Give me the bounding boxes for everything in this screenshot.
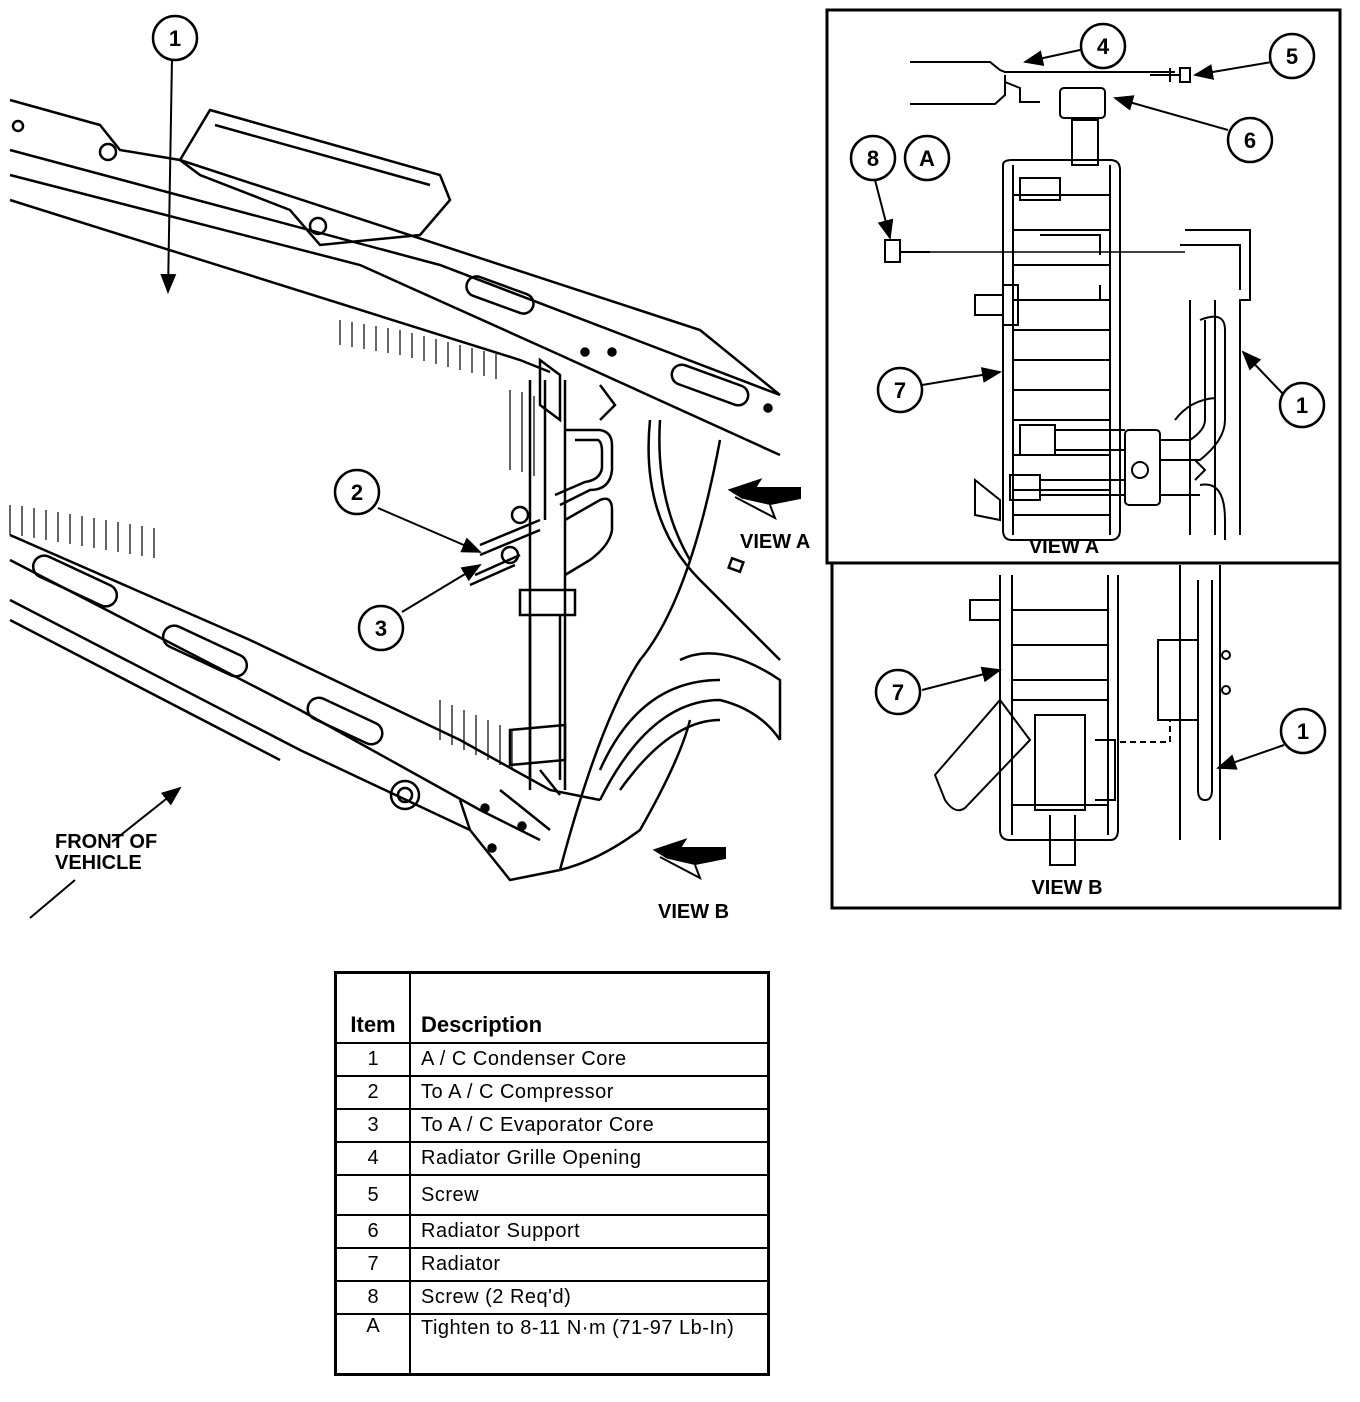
callout-1-main: 1	[151, 14, 199, 62]
callout-6: 6	[1226, 116, 1274, 164]
condenser-tank-and-lines	[469, 380, 614, 796]
legend-description: To A / C Compressor	[409, 1075, 770, 1110]
svg-text:A: A	[919, 146, 935, 171]
svg-text:3: 3	[375, 616, 387, 641]
legend-header-row: Item Description	[334, 971, 770, 1044]
legend-row: 5 Screw	[334, 1174, 770, 1216]
legend-description: A / C Condenser Core	[409, 1042, 770, 1077]
legend-row: 2 To A / C Compressor	[334, 1075, 770, 1110]
callout-4: 4	[1079, 22, 1127, 70]
callout-8: 8	[849, 134, 897, 182]
callout-3: 3	[357, 604, 405, 652]
legend-row: A Tighten to 8-11 N·m (71-97 Lb-In)	[334, 1313, 770, 1376]
svg-text:8: 8	[867, 146, 879, 171]
svg-text:1: 1	[1296, 393, 1308, 418]
callout-7-view-b: 7	[874, 668, 922, 716]
legend-item: 4	[334, 1141, 411, 1176]
legend-row: 6 Radiator Support	[334, 1214, 770, 1249]
legend-item: 3	[334, 1108, 411, 1143]
condenser-fin-hatching	[9, 320, 535, 770]
legend-description: Radiator Support	[409, 1214, 770, 1249]
legend-description: Radiator	[409, 1247, 770, 1282]
legend-item: 8	[334, 1280, 411, 1315]
svg-text:4: 4	[1097, 34, 1110, 59]
svg-text:1: 1	[169, 26, 181, 51]
legend-row: 3 To A / C Evaporator Core	[334, 1108, 770, 1143]
leader-2	[377, 507, 482, 553]
condenser-installation-drawing: 1 2 3 VIEW A VIEW B FRONT OF VEHICLE	[9, 8, 1342, 923]
view-b-drawing	[921, 565, 1285, 866]
view-b-panel-frame	[830, 561, 1342, 910]
view-a-arrow-label: VIEW A	[740, 531, 810, 553]
svg-text:6: 6	[1244, 128, 1256, 153]
svg-text:7: 7	[894, 378, 906, 403]
legend-description: Screw (2 Req'd)	[409, 1280, 770, 1315]
front-direction-line	[29, 879, 76, 919]
legend-item: 7	[334, 1247, 411, 1282]
main-view	[9, 57, 801, 919]
callout-5: 5	[1268, 32, 1316, 80]
front-of-vehicle-line2: VEHICLE	[55, 852, 142, 874]
legend-row: 7 Radiator	[334, 1247, 770, 1282]
view-b-title: VIEW B	[1031, 877, 1102, 899]
legend-item: 6	[334, 1214, 411, 1249]
svg-text:1: 1	[1297, 719, 1309, 744]
legend-header-item: Item	[334, 971, 411, 1044]
legend-row: 8 Screw (2 Req'd)	[334, 1280, 770, 1315]
leader-3	[401, 563, 482, 613]
lower-radiator-support	[9, 533, 601, 882]
view-a-arrow-shape	[727, 478, 801, 521]
svg-text:2: 2	[351, 480, 363, 505]
legend-description: Tighten to 8-11 N·m (71-97 Lb-In)	[409, 1313, 770, 1376]
legend-table: Item Description 1 A / C Condenser Core …	[334, 971, 770, 1376]
view-b-arrow-shape	[652, 838, 726, 881]
front-of-vehicle-line1: FRONT OF	[55, 831, 157, 853]
svg-text:7: 7	[892, 680, 904, 705]
view-b-arrow-label: VIEW B	[658, 901, 729, 923]
legend-item: 1	[334, 1042, 411, 1077]
callout-7-view-a: 7	[876, 366, 924, 414]
callout-1-view-a: 1	[1278, 381, 1326, 429]
legend-item: 2	[334, 1075, 411, 1110]
svg-text:5: 5	[1286, 44, 1298, 69]
fender-apron	[558, 419, 782, 872]
legend-row: 1 A / C Condenser Core	[334, 1042, 770, 1077]
view-a-title: VIEW A	[1029, 536, 1099, 558]
callout-2: 2	[333, 468, 381, 516]
leader-1-main	[160, 57, 177, 294]
legend-item: A	[334, 1313, 411, 1376]
legend-description: Radiator Grille Opening	[409, 1141, 770, 1176]
legend-item: 5	[334, 1174, 411, 1216]
front-direction-arrow	[111, 786, 182, 843]
callout-A: A	[903, 134, 951, 182]
view-a-drawing	[874, 49, 1285, 541]
legend-header-description: Description	[409, 971, 770, 1044]
upper-radiator-support	[9, 98, 781, 457]
legend-row: 4 Radiator Grille Opening	[334, 1141, 770, 1176]
legend-description: Screw	[409, 1174, 770, 1216]
legend-description: To A / C Evaporator Core	[409, 1108, 770, 1143]
callout-1-view-b: 1	[1279, 707, 1327, 755]
